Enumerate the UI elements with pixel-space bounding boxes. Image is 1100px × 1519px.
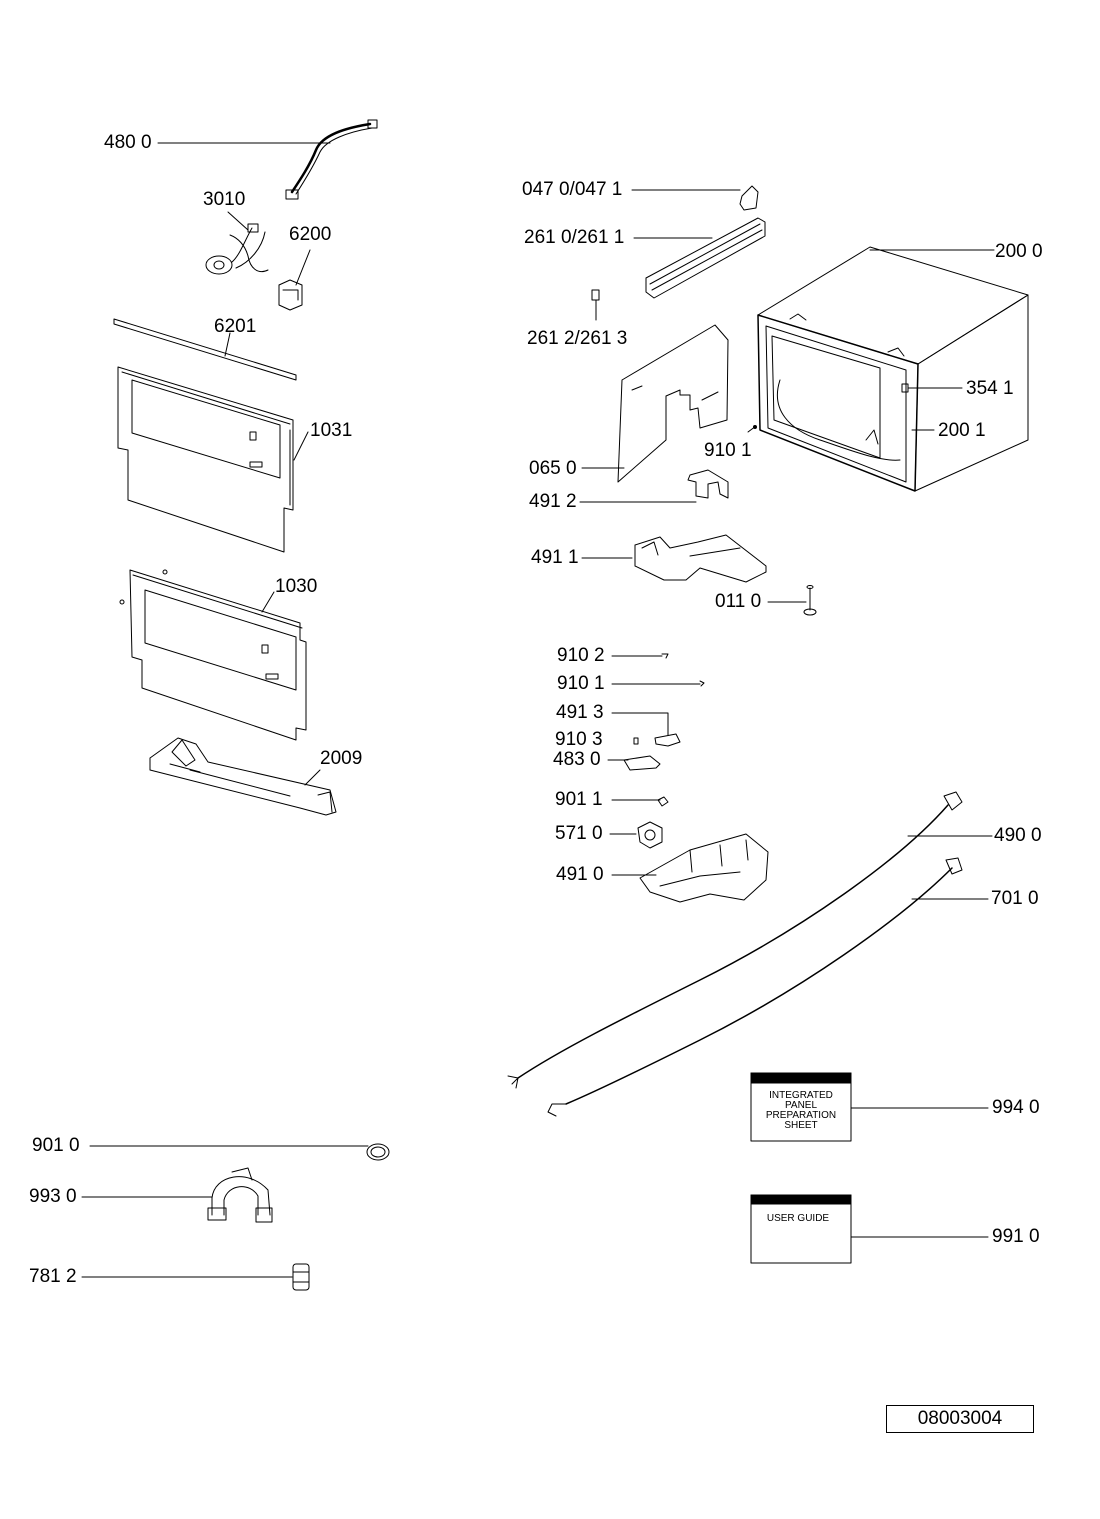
- part-4830-clip: [607, 755, 661, 771]
- label-491-3: 491 3: [556, 702, 604, 723]
- booklet-integrated-line-2: PANEL: [785, 1100, 817, 1111]
- part-0650-insulation: [581, 324, 729, 483]
- label-200-1: 200 1: [938, 420, 986, 441]
- part-9101b-screw: [611, 680, 705, 687]
- label-047-0: 047 0/047 1: [522, 179, 623, 200]
- label-065-0: 065 0: [529, 458, 577, 479]
- label-991-0: 991 0: [992, 1226, 1040, 1247]
- label-491-2: 491 2: [529, 491, 577, 512]
- label-6201: 6201: [214, 316, 257, 337]
- document-number: 08003004: [886, 1405, 1034, 1433]
- label-261-2: 261 2/261 3: [527, 328, 628, 349]
- booklet-integrated-line-3: PREPARATION: [766, 1110, 836, 1121]
- booklet-integrated-line-4: SHEET: [784, 1120, 817, 1131]
- part-4800-wire-harness: [157, 119, 378, 200]
- part-0470-clip: [631, 185, 759, 211]
- label-2009: 2009: [320, 748, 363, 769]
- label-3010: 3010: [203, 189, 246, 210]
- part-0110-foot: [767, 585, 817, 616]
- label-910-2: 910 2: [557, 645, 605, 666]
- part-9103-screw: [633, 737, 639, 745]
- part-4900-power-cord: [507, 791, 993, 1089]
- label-200-0: 200 0: [995, 241, 1043, 262]
- part-2610-rail: [633, 217, 766, 299]
- label-910-1-b: 910 1: [557, 673, 605, 694]
- label-490-0: 490 0: [994, 825, 1042, 846]
- label-901-0: 901 0: [32, 1135, 80, 1156]
- label-354-1: 354 1: [966, 378, 1014, 399]
- part-6201-strip: [113, 318, 297, 381]
- part-4911-housing: [581, 534, 767, 583]
- label-1031: 1031: [310, 420, 353, 441]
- part-9910-booklet: [750, 1194, 989, 1264]
- booklet-integrated-line-1: INTEGRATED: [769, 1090, 833, 1101]
- part-1031-panel: [117, 366, 309, 553]
- label-571-0: 571 0: [555, 823, 603, 844]
- part-2009-tray: [149, 737, 337, 816]
- part-9102-screw: [611, 653, 669, 659]
- label-6200: 6200: [289, 224, 332, 245]
- part-1030-panel: [119, 569, 307, 741]
- part-6200-switch: [278, 249, 311, 311]
- part-5710-pump: [609, 821, 663, 849]
- part-3010-motor: [205, 211, 269, 275]
- label-993-0: 993 0: [29, 1186, 77, 1207]
- part-4910-base: [611, 833, 769, 903]
- part-3541: [901, 383, 963, 393]
- booklet-user-guide: USER GUIDE: [767, 1213, 830, 1224]
- label-910-1-a: 910 1: [704, 440, 752, 461]
- part-9940-booklet: [750, 1072, 989, 1142]
- part-4913-lever: [611, 712, 681, 747]
- part-9011-nut: [611, 796, 669, 807]
- label-491-0: 491 0: [556, 864, 604, 885]
- part-7812-connector: [81, 1263, 310, 1291]
- label-483-0: 483 0: [553, 749, 601, 770]
- part-4912-bracket: [579, 469, 729, 503]
- part-9930-hose-bend: [81, 1167, 273, 1223]
- part-9101-screw: [747, 425, 757, 433]
- label-994-0: 994 0: [992, 1097, 1040, 1118]
- part-9010-clamp: [89, 1143, 390, 1161]
- label-901-1: 901 1: [555, 789, 603, 810]
- part-2612-clip: [591, 289, 600, 321]
- label-910-3: 910 3: [555, 729, 603, 750]
- label-011-0: 011 0: [715, 591, 762, 612]
- label-261-0: 261 0/261 1: [524, 227, 625, 248]
- label-491-1: 491 1: [531, 547, 579, 568]
- label-480-0: 480 0: [104, 132, 152, 153]
- label-781-2: 781 2: [29, 1266, 77, 1287]
- part-2000-cabinet: [757, 246, 1029, 492]
- part-7010-hose: [547, 857, 989, 1117]
- label-701-0: 701 0: [991, 888, 1039, 909]
- label-1030: 1030: [275, 576, 318, 597]
